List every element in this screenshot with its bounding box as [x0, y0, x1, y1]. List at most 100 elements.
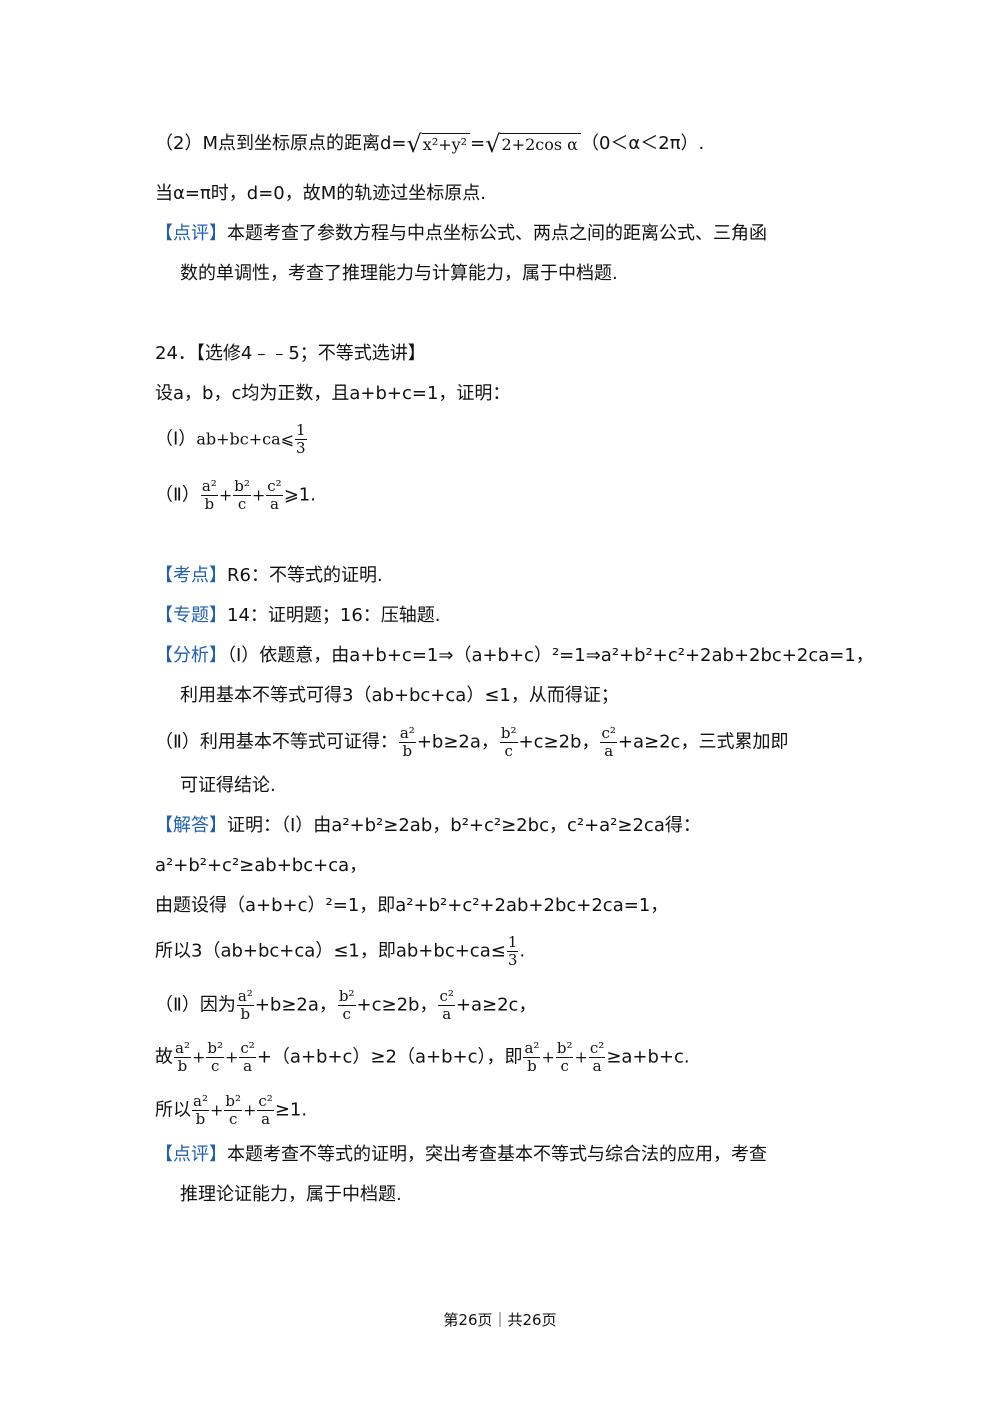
fraction-denominator: a	[592, 1057, 602, 1075]
fraction-denominator: c	[237, 495, 247, 513]
fraction-numerator: 1	[506, 933, 519, 952]
fraction-denominator: a	[604, 742, 614, 760]
part2-label: （Ⅱ）	[155, 484, 200, 506]
q24-title: 24．【选修4﹣﹣5；不等式选讲】	[155, 343, 426, 364]
jieda-line2: a²+b²+c²≥ab+bc+ca，	[155, 855, 368, 876]
jieda-text5-prefix: （Ⅱ）因为	[155, 994, 236, 1016]
plus-sign: +	[218, 485, 233, 505]
fraction-numerator: c²	[588, 1039, 606, 1058]
jieda-text6-mid: +（a+b+c）≥2（a+b+c），即	[256, 1046, 523, 1068]
fenxi-tag: 【分析】	[155, 645, 227, 666]
comment-text: 本题考查不等式的证明，突出考查基本不等式与综合法的应用，考查	[227, 1144, 767, 1165]
fraction-numerator: b²	[224, 1092, 242, 1111]
fraction-numerator: a²	[192, 1092, 209, 1111]
fraction-numerator: a²	[523, 1039, 541, 1058]
plus-sign: +	[541, 1047, 555, 1067]
plus-sign: +	[574, 1047, 588, 1067]
q23-part2-line: （2）M点到坐标原点的距离d=√x²+y²=√2+2cos α（0＜α＜2π）.	[155, 130, 704, 158]
kaodian-tag: 【考点】	[155, 565, 227, 586]
jieda-line1: 【解答】证明：（Ⅰ）由a²+b²≥2ab，b²+c²≥2bc，c²+a²≥2ca…	[155, 812, 701, 840]
zhuanti-text: 14：证明题；16：压轴题.	[227, 605, 441, 626]
jieda-text5-a: +b≥2a，	[254, 994, 337, 1016]
q23-part2-prefix: （2）M点到坐标原点的距离d=	[155, 133, 407, 154]
jieda-text6-prefix: 故	[155, 1046, 173, 1068]
q24-comment-line2: 推理论证能力，属于中档题.	[180, 1184, 402, 1205]
fraction-numerator: b²	[555, 1039, 574, 1058]
fraction-denominator: a	[261, 1110, 271, 1128]
fenxi-line4: 可证得结论.	[180, 775, 276, 796]
plus-sign: +	[209, 1100, 224, 1120]
q24-intro: 设a，b，c均为正数，且a+b+c=1，证明：	[155, 383, 511, 404]
fraction-numerator: c²	[239, 1039, 256, 1058]
plus-sign: +	[243, 1100, 257, 1120]
kaodian-text: R6：不等式的证明.	[227, 565, 383, 586]
fraction-numerator: c²	[600, 724, 617, 743]
jieda-text7-end: ≥1.	[274, 1099, 308, 1121]
fraction-numerator: b²	[499, 724, 518, 743]
zhuanti-tag: 【专题】	[155, 605, 227, 626]
q23-comment-line1: 【点评】本题考查了参数方程与中点坐标公式、两点之间的距离公式、三角函	[155, 220, 767, 248]
equals-sign: =	[470, 133, 486, 154]
fraction-denominator: c	[210, 1057, 220, 1075]
sqrt-2-2cos-content: 2+2cos α	[500, 132, 581, 156]
fraction-numerator: a²	[398, 724, 416, 743]
fraction-numerator: b²	[233, 477, 251, 496]
jieda-text4-end: .	[519, 940, 526, 962]
fraction-denominator: b	[240, 1005, 251, 1023]
fenxi-text3-prefix: （Ⅱ）利用基本不等式可证得：	[155, 731, 398, 753]
fraction-denominator: b	[195, 1110, 206, 1128]
fraction-numerator: 1	[295, 421, 307, 440]
sqrt-x2-y2-content: x²+y²	[421, 132, 471, 156]
fraction-numerator: a²	[236, 987, 254, 1006]
fraction-numerator: c²	[257, 1092, 274, 1111]
fraction-denominator: 3	[507, 951, 518, 969]
jieda-text5-c: +a≥2c，	[455, 994, 537, 1016]
comment-text: 本题考查了参数方程与中点坐标公式、两点之间的距离公式、三角函	[227, 223, 767, 244]
fraction-denominator: b	[177, 1057, 188, 1075]
fraction-denominator: c	[342, 1005, 351, 1023]
fraction-denominator: b	[527, 1057, 537, 1075]
comment-tag: 【点评】	[155, 223, 227, 244]
fraction-numerator: a²	[174, 1039, 191, 1058]
jieda-line3: 由题设得（a+b+c）²=1，即a²+b²+c²+2ab+2bc+2ca=1，	[155, 895, 669, 916]
alpha-range: （0＜α＜2π）.	[580, 133, 705, 154]
part2-tail: ⩾1.	[283, 484, 316, 506]
fraction-numerator: c²	[438, 987, 455, 1006]
fraction-denominator: b	[402, 742, 413, 760]
sqrt-2-2cos: √2+2cos α	[485, 130, 581, 158]
jieda-text4: 所以3（ab+bc+ca）≤1，即ab+bc+ca≤	[155, 940, 506, 962]
fenxi-text1: （Ⅰ）依题意，由a+b+c=1⇒（a+b+c）²=1⇒a²+b²+c²+2ab+…	[227, 645, 874, 666]
fraction-denominator: c	[504, 742, 513, 760]
fraction-denominator: c	[560, 1057, 569, 1075]
fraction-denominator: a	[442, 1005, 452, 1023]
q23-line2: 当α=π时，d=0，故M的轨迹过坐标原点.	[155, 183, 486, 204]
fraction-numerator: b²	[337, 987, 356, 1006]
jieda-tag: 【解答】	[155, 815, 227, 836]
fraction-denominator: a	[270, 495, 279, 513]
